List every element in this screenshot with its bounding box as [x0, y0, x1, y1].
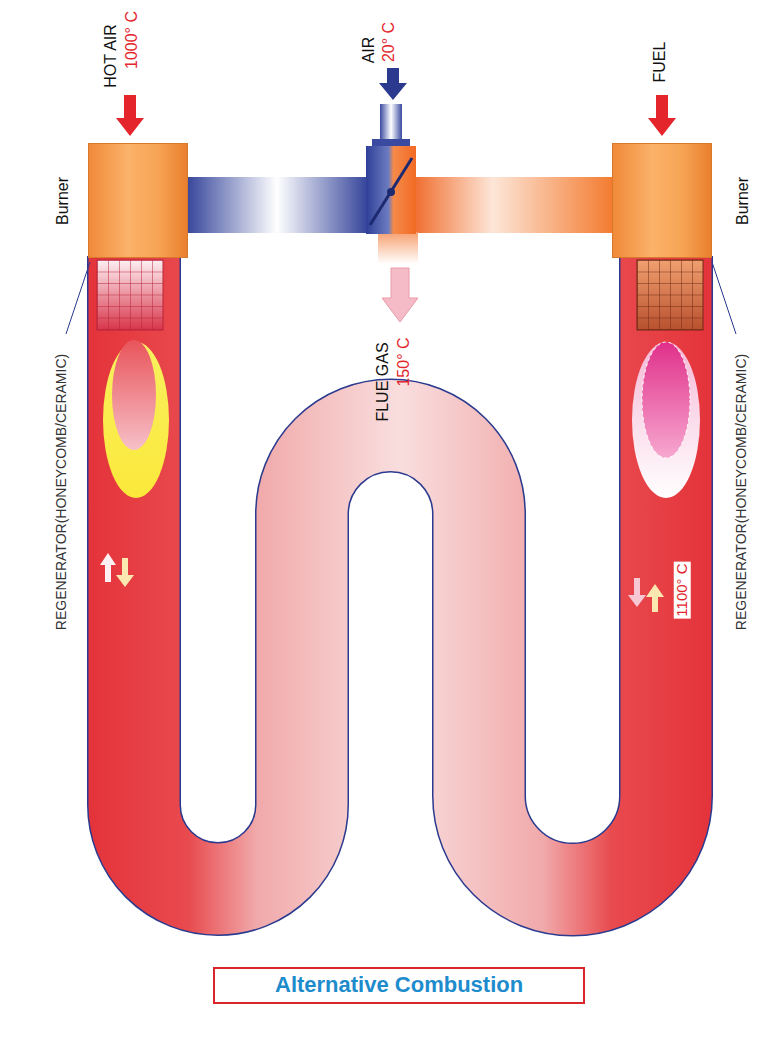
- burner-box: Burner: [612, 143, 712, 258]
- title-box: Alternative Combustion: [213, 967, 585, 1004]
- flow-label: HOT AIR: [102, 24, 120, 88]
- burner-label: Burner: [54, 177, 72, 225]
- title: Alternative Combustion: [275, 973, 523, 997]
- flow-arrow: [628, 578, 646, 607]
- gas-duct: [412, 177, 614, 233]
- air-duct: [186, 177, 368, 233]
- valve-body: [366, 146, 416, 234]
- flow-label: FLUE GAS: [374, 342, 392, 421]
- hot-air-arrow: [116, 95, 144, 136]
- regenerator-grid: [97, 260, 163, 330]
- fuel-arrow: [648, 95, 676, 136]
- leader-line: [66, 262, 90, 334]
- part-label: REGENERATOR(HONEYCOMB/CERAMIC): [734, 354, 749, 630]
- flow-arrow: [100, 553, 116, 582]
- burner-box: Burner: [88, 143, 188, 258]
- air-inlet: [380, 104, 402, 144]
- valve-pivot: [387, 188, 395, 196]
- temperature-label: 1000° C: [123, 11, 141, 69]
- air-arrow: [379, 68, 407, 100]
- flame-core: [112, 340, 156, 450]
- flow-label: FUEL: [651, 42, 669, 83]
- burner-label: Burner: [734, 177, 752, 225]
- regenerator-grid: [637, 260, 703, 330]
- tube-outline: [134, 256, 666, 890]
- flow-arrow: [116, 558, 134, 587]
- inlet-flange: [372, 139, 410, 147]
- flow-label: AIR: [360, 37, 378, 64]
- part-label: REGENERATOR(HONEYCOMB/CERAMIC): [54, 354, 69, 630]
- regenerator-right: [637, 260, 703, 330]
- flue-outlet: [378, 232, 418, 264]
- temperature-label: 150° C: [395, 337, 413, 386]
- flue-gas-arrow: [382, 268, 418, 322]
- flame-right: [632, 342, 700, 498]
- temperature-label: 20° C: [380, 22, 398, 62]
- radiant-tube: [134, 256, 666, 890]
- flow-arrow: [646, 584, 664, 612]
- valve-flap: [370, 158, 412, 225]
- regenerator-left: [97, 260, 163, 330]
- temperature-label: 1100° C: [674, 561, 691, 618]
- leader-line: [712, 262, 736, 334]
- flame-core: [642, 342, 690, 458]
